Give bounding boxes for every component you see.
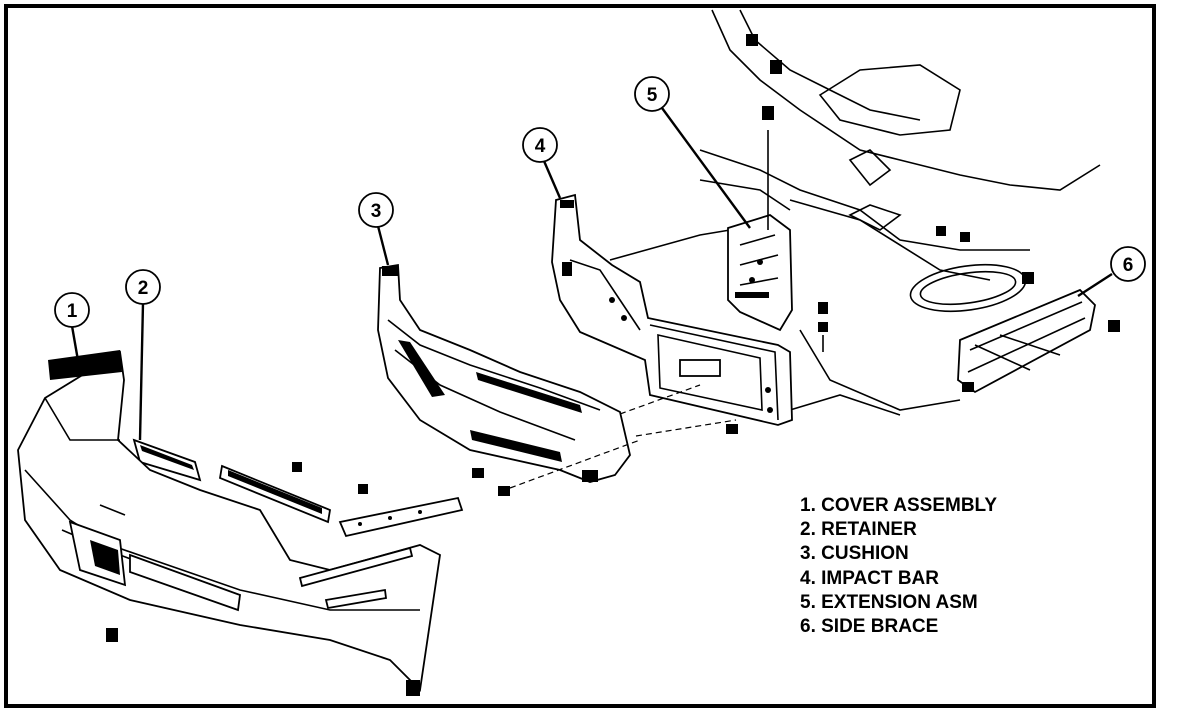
callout-2-label: 2 (138, 278, 149, 299)
callout-1-label: 1 (67, 301, 78, 322)
callout-6: 6 (1077, 246, 1146, 298)
legend-item-cushion: 3. CUSHION (800, 543, 909, 565)
cushion (377, 263, 737, 496)
legend-item-retainer: 2. RETAINER (800, 519, 917, 541)
callout-6-label: 6 (1123, 255, 1134, 276)
callout-4-label: 4 (535, 136, 546, 157)
callout-3-label: 3 (371, 201, 382, 222)
callout-1: 1 (54, 292, 90, 373)
extension-assembly (727, 130, 828, 352)
callout-5: 5 (634, 76, 751, 229)
impact-bar (551, 193, 793, 434)
callout-4: 4 (522, 127, 562, 199)
callout-2: 2 (125, 269, 161, 441)
parts-legend: 1. COVER ASSEMBLY 2. RETAINER 3. CUSHION… (800, 494, 997, 639)
retainer-strips (132, 438, 464, 538)
legend-item-side-brace: 6. SIDE BRACE (800, 616, 939, 638)
side-brace (957, 288, 1096, 394)
callout-5-label: 5 (647, 85, 658, 106)
callout-3: 3 (358, 192, 394, 266)
legend-item-extension-asm: 5. EXTENSION ASM (800, 591, 978, 613)
cover-assembly (17, 350, 441, 696)
legend-item-impact-bar: 4. IMPACT BAR (800, 567, 939, 589)
legend-item-cover-assembly: 1. COVER ASSEMBLY (800, 495, 998, 516)
